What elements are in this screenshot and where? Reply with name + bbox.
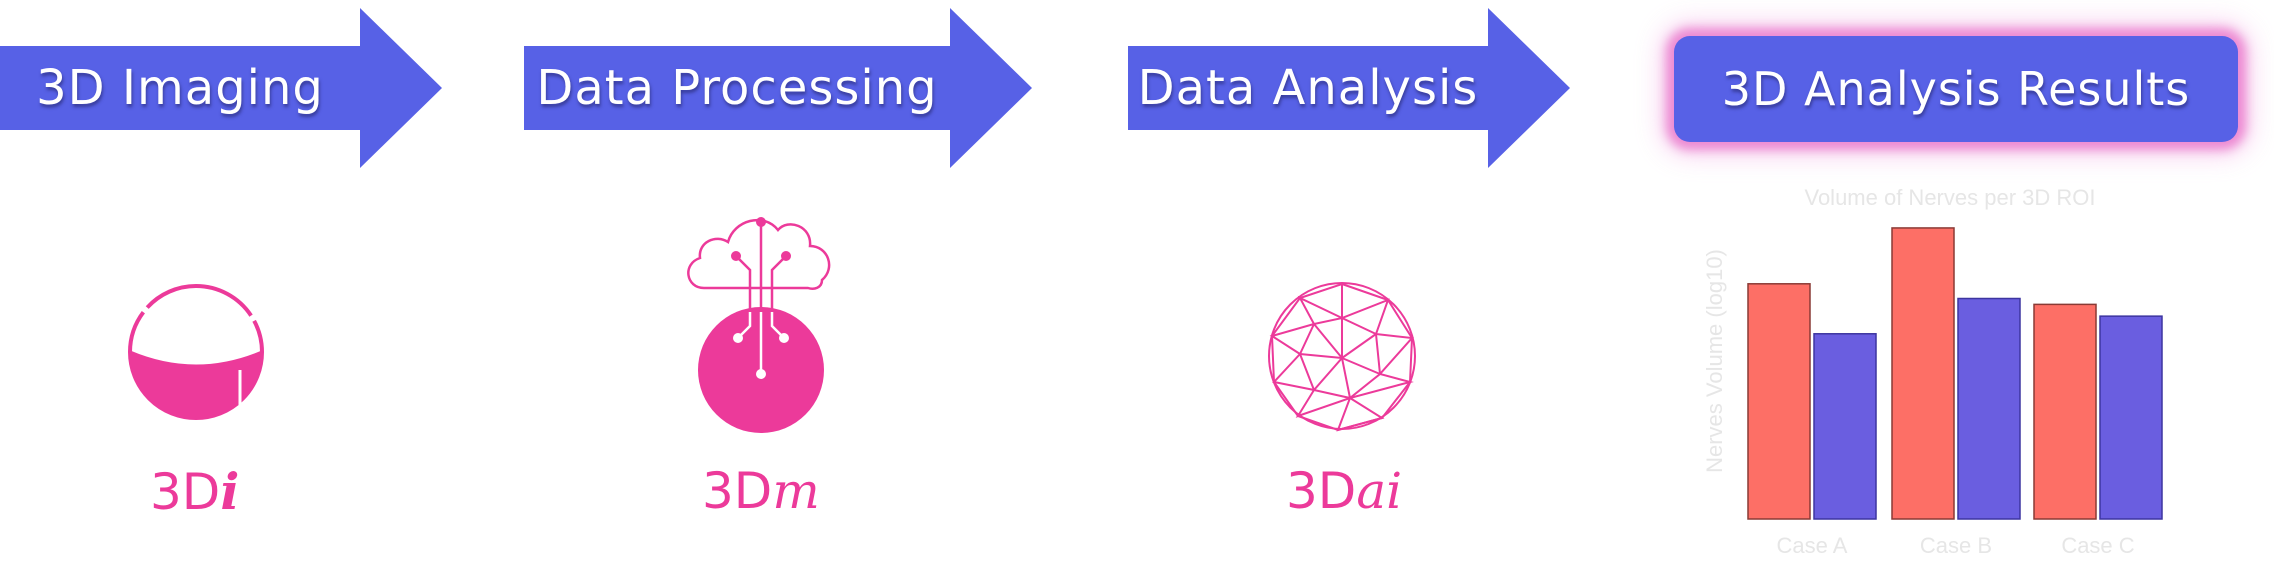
arrow-shape [0,8,442,168]
arrow-3d-imaging: 3D Imaging [0,8,442,168]
step-label: Data Analysis [1137,60,1479,116]
nerves-volume-chart: Volume of Nerves per 3D ROI Nerves Volum… [1702,185,2163,558]
sphere-icon [128,284,264,420]
brand-3dm: 3Dm [702,462,820,520]
bar-case-c-s2 [2099,315,2163,520]
x-tick-label: Case C [2061,533,2134,558]
x-tick-group: Case A Case B Case C [1777,533,2135,558]
bar-case-a-s1 [1747,283,1811,520]
arrow-data-analysis: Data Analysis [1128,8,1570,168]
brand-3di: 3Di [150,462,239,521]
step-label: 3D Imaging [36,60,324,116]
x-tick-label: Case B [1920,533,1992,558]
arrow-shape [1128,8,1570,168]
brand-prefix: 3D [150,463,221,521]
step-label: Data Processing [536,60,938,116]
brand-suffix: ai [1356,462,1403,520]
bar-case-a-s2 [1813,333,1877,520]
brand-prefix: 3D [1286,462,1357,520]
arrow-data-processing: Data Processing [524,8,1032,168]
brand-3dai: 3Dai [1286,462,1402,520]
bar-case-c-s1 [2033,303,2097,520]
bar-case-b-s1 [1891,227,1955,520]
brand-suffix: m [772,462,820,520]
chart-title: Volume of Nerves per 3D ROI [1804,185,2095,210]
arrow-shape [524,8,1032,168]
brand-prefix: 3D [702,462,773,520]
geodesic-sphere-icon [1268,282,1416,432]
analysis-results-box: 3D Analysis Results [1674,36,2238,142]
bar-group [1747,227,2163,520]
cloud-circuit-icon [687,217,831,433]
bar-case-b-s2 [1957,297,2021,520]
y-axis-label: Nerves Volume (log10) [1702,249,1727,473]
brand-suffix: i [220,462,240,521]
x-tick-label: Case A [1777,533,1848,558]
